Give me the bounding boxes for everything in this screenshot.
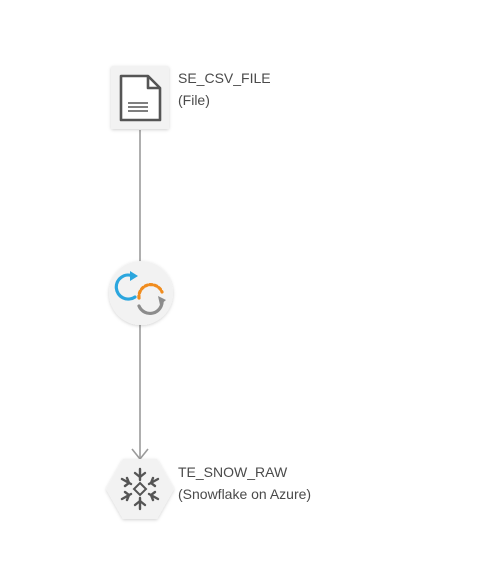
document-icon — [119, 74, 162, 122]
source-node-label: SE_CSV_FILE (File) — [178, 67, 271, 111]
target-node-name: TE_SNOW_RAW — [178, 464, 288, 480]
snowflake-icon — [120, 467, 160, 511]
source-node-type: (File) — [178, 92, 210, 108]
target-node-label: TE_SNOW_RAW (Snowflake on Azure) — [178, 461, 311, 505]
source-node-name: SE_CSV_FILE — [178, 70, 271, 86]
target-node-type: (Snowflake on Azure) — [178, 486, 312, 502]
target-node[interactable] — [106, 459, 174, 519]
sync-process-icon — [114, 271, 166, 315]
